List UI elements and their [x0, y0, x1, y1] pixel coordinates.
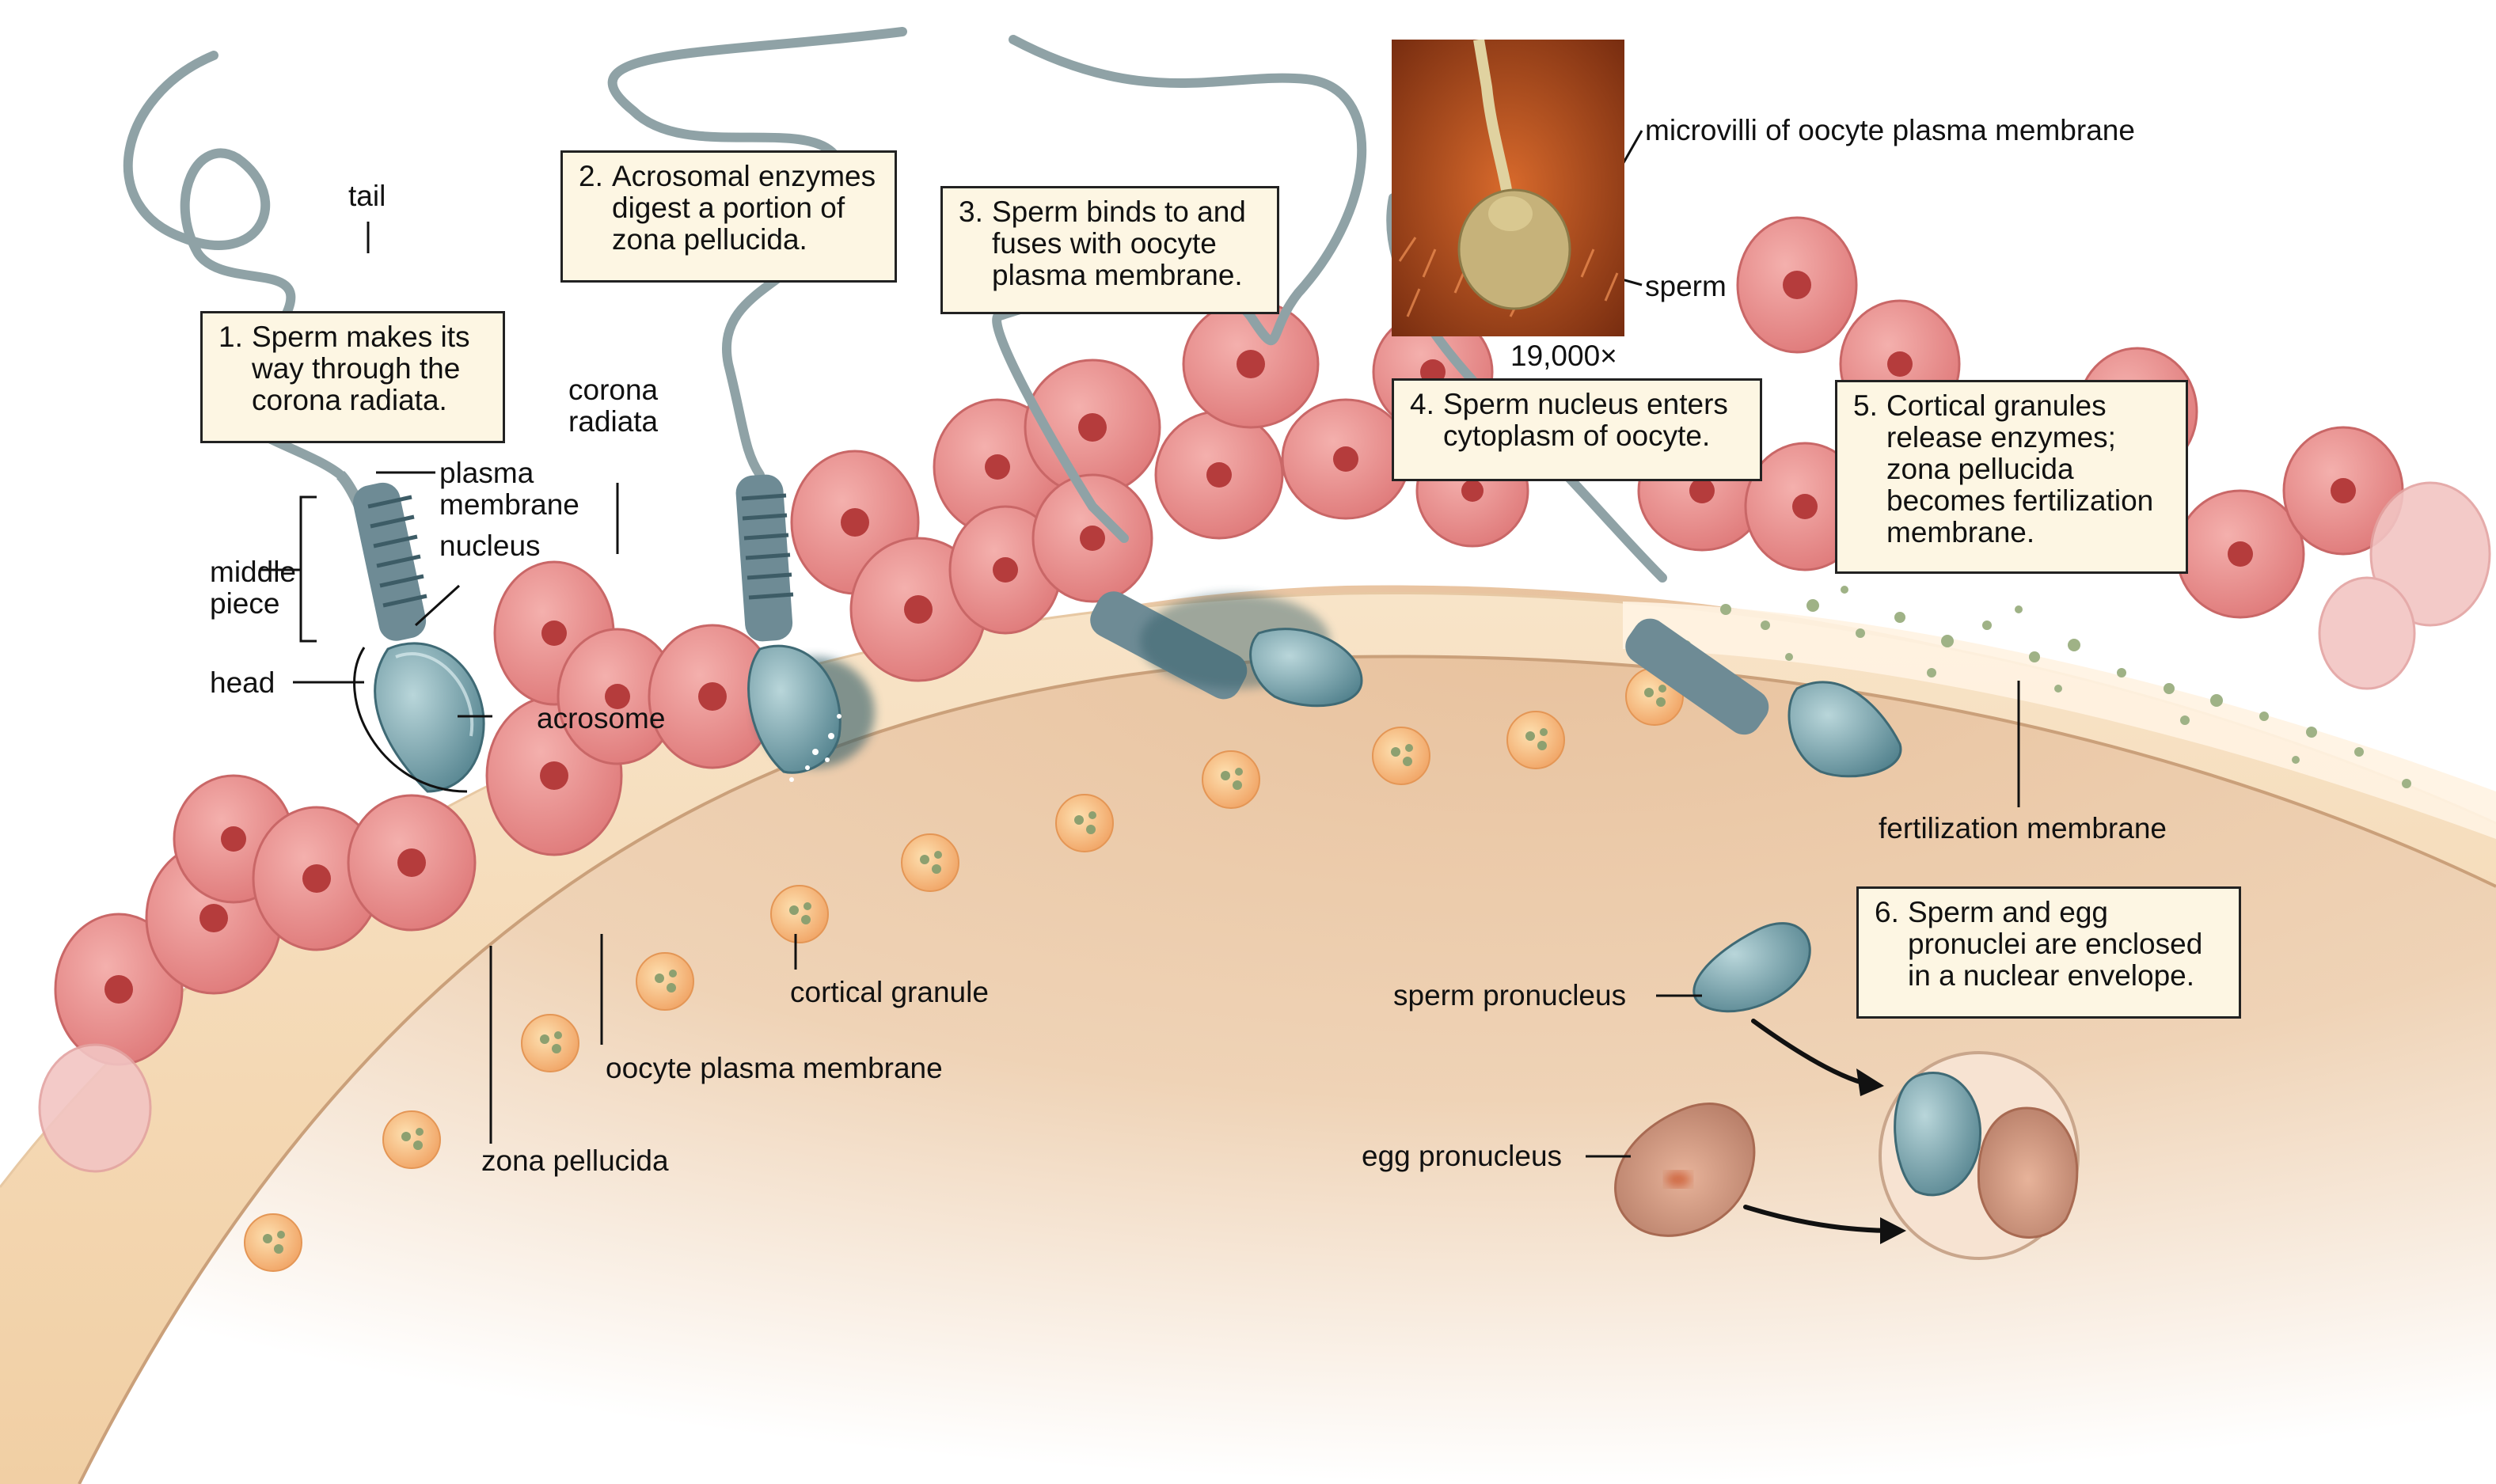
label-sperm-pronucleus: sperm pronucleus — [1393, 979, 1627, 1011]
released-granule-contents — [1681, 586, 2411, 788]
step-1-box: 1. Sperm makes its way through the coron… — [200, 311, 505, 443]
step-2-box: 2. Acrosomal enzymes digest a portion of… — [560, 150, 897, 283]
step-6-number: 6. — [1875, 896, 1899, 928]
label-tail: tail — [348, 180, 386, 212]
step-3-number: 3. — [959, 195, 983, 228]
sperm-2 — [607, 27, 907, 782]
zygote-nuclear-envelope — [1879, 1051, 2080, 1260]
egg-pronucleus — [1614, 1103, 1756, 1237]
label-corona-radiata: corona radiata — [568, 374, 659, 438]
label-microvilli: microvilli of oocyte plasma membrane — [1645, 114, 2135, 146]
label-magnification: 19,000× — [1510, 340, 1617, 372]
step-6-box: 6. Sperm and egg pronuclei are enclosed … — [1856, 886, 2241, 1019]
cortical-granules — [244, 667, 1684, 1272]
step-4-box: 4. Sperm nucleus enters cytoplasm of ooc… — [1392, 378, 1762, 481]
step-5-text: Cortical granules release enzymes; zona … — [1886, 389, 2154, 548]
step-5-box: 5. Cortical granules release enzymes; zo… — [1835, 380, 2188, 574]
step-2-number: 2. — [579, 160, 603, 192]
label-sperm-sem: sperm — [1645, 270, 1727, 302]
step-4-number: 4. — [1410, 388, 1434, 420]
label-acrosome: acrosome — [537, 702, 666, 734]
sperm-pronucleus — [1692, 922, 1811, 1013]
sperm-3 — [992, 35, 1366, 708]
step-4-text: Sperm nucleus enters cytoplasm of oocyte… — [1443, 388, 1728, 452]
zona-pellucida-band — [0, 593, 2496, 1484]
step-1-number: 1. — [218, 321, 243, 353]
step-2-text: Acrosomal enzymes digest a portion of zo… — [612, 160, 876, 256]
leader-lines — [261, 130, 2020, 1158]
pronuclei-arrows — [1743, 1019, 1898, 1233]
label-cortical-granule: cortical granule — [790, 976, 989, 1008]
label-plasma-membrane: plasma membrane — [439, 457, 579, 521]
label-head: head — [210, 666, 275, 699]
label-zona-pellucida: zona pellucida — [481, 1144, 669, 1177]
step-3-text: Sperm binds to and fuses with oocyte pla… — [992, 195, 1246, 291]
label-nucleus: nucleus — [439, 529, 541, 562]
step-6-text: Sperm and egg pronuclei are enclosed in … — [1908, 896, 2203, 992]
label-middle-piece: middle piece — [210, 556, 296, 620]
label-fertilization-membrane: fertilization membrane — [1879, 812, 2167, 844]
label-oocyte-plasma-membrane: oocyte plasma membrane — [606, 1052, 943, 1084]
label-egg-pronucleus: egg pronucleus — [1362, 1140, 1563, 1172]
sem-micrograph — [1392, 40, 1624, 336]
step-5-number: 5. — [1853, 389, 1878, 422]
fertilization-membrane-region — [1623, 602, 2496, 839]
step-3-box: 3. Sperm binds to and fuses with oocyte … — [940, 186, 1279, 314]
step-1-text: Sperm makes its way through the corona r… — [252, 321, 470, 416]
